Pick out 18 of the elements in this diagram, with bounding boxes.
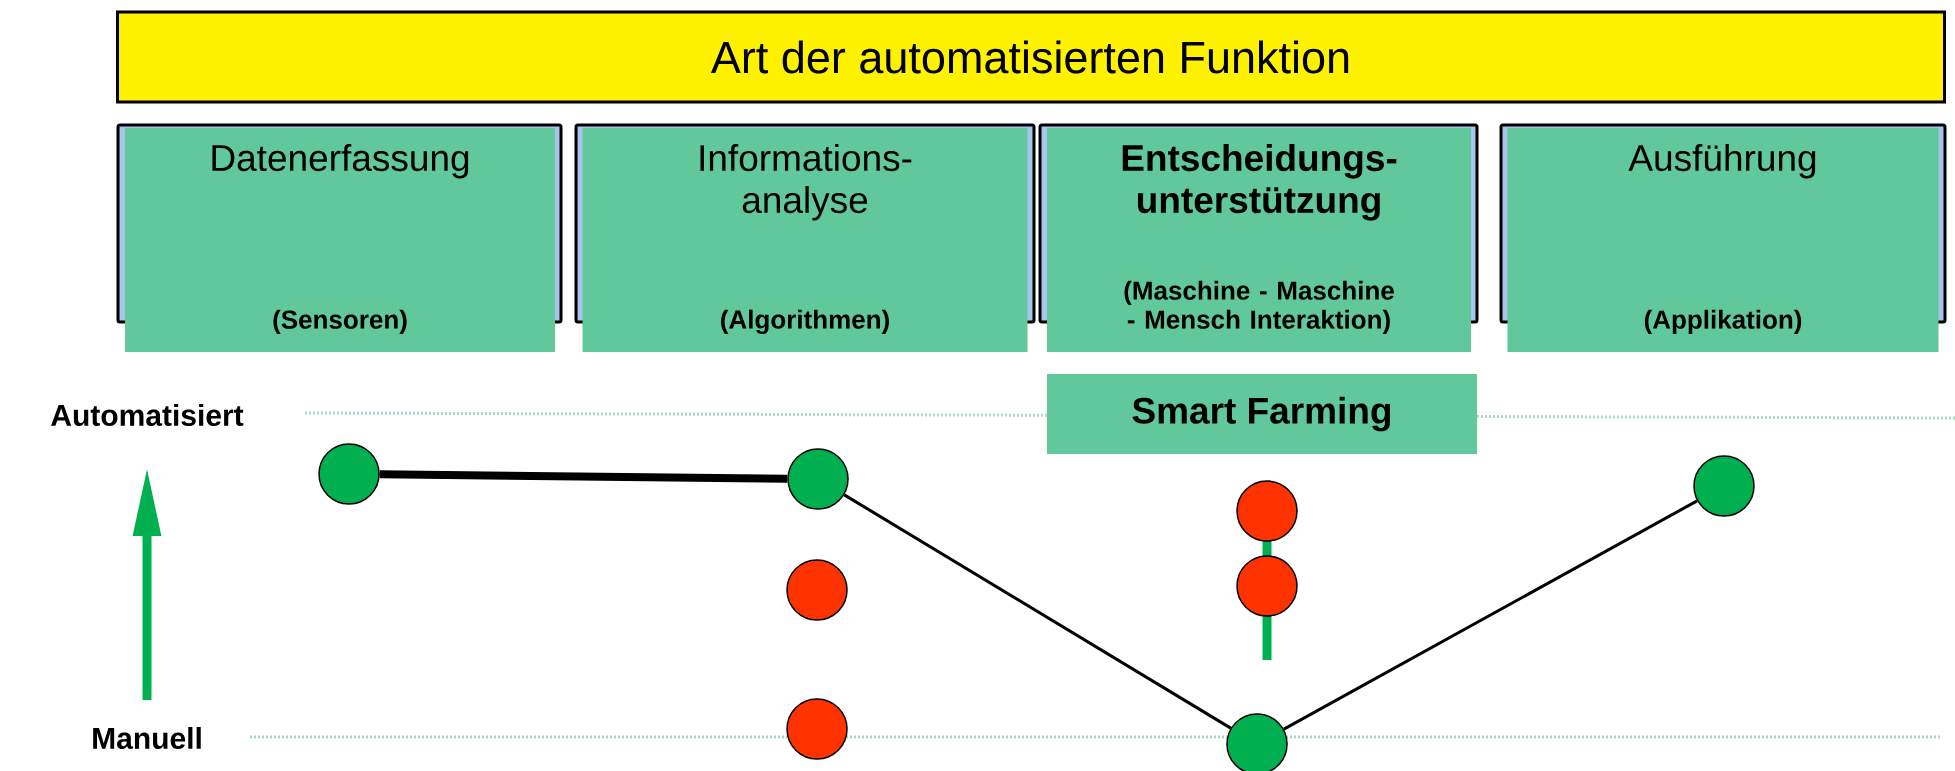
point-marker bbox=[787, 448, 849, 510]
point-marker bbox=[1236, 555, 1298, 617]
column-box: Entscheidungs- unterstützung (Maschine - Maschine - Mensch Interaktion) bbox=[1038, 123, 1479, 352]
column-box: Informations- analyse (Algorithmen) bbox=[574, 123, 1036, 352]
point-marker bbox=[1693, 455, 1755, 517]
point-marker bbox=[1236, 480, 1298, 542]
column-box: Ausführung (Applikation) bbox=[1499, 123, 1947, 352]
connector-line bbox=[843, 493, 1232, 730]
label-box: Smart Farming bbox=[1047, 374, 1477, 454]
axis-label: Automatisiert bbox=[51, 404, 244, 426]
axis-label: Manuell bbox=[93, 727, 201, 749]
point-marker bbox=[786, 698, 848, 760]
point-marker bbox=[318, 443, 380, 505]
title-box: Art der automatisierten Funktion bbox=[116, 10, 1946, 104]
point-marker bbox=[786, 559, 848, 621]
column-box: Datenerfassung (Sensoren) bbox=[116, 123, 563, 352]
point-marker bbox=[1226, 713, 1288, 771]
connector-line bbox=[1283, 499, 1698, 731]
